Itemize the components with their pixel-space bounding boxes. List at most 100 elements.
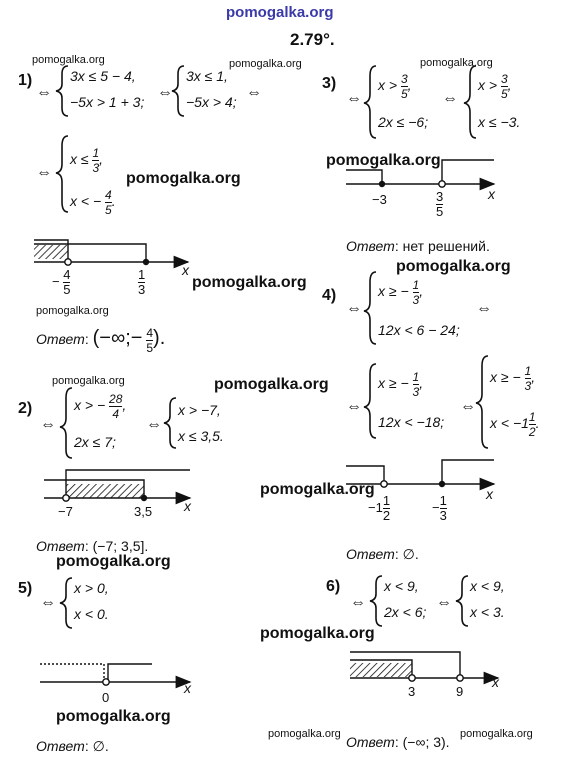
brace	[363, 363, 377, 439]
p6-region-x-lt-3	[350, 659, 413, 678]
watermark: pomogalka.org	[260, 625, 375, 642]
p2-system1-line2: 2x ≤ 7;	[74, 434, 116, 450]
brace	[369, 575, 383, 627]
p5-point-0	[102, 678, 110, 686]
watermark: pomogalka.org	[396, 258, 511, 275]
p4-answer: Ответ: ∅.	[346, 546, 419, 562]
p6-system1-line2: 2x < 6;	[384, 604, 427, 620]
p3-axis-label: x	[488, 186, 495, 202]
p6-point-3	[408, 674, 416, 682]
p2-tick-3-5: 3,5	[134, 504, 153, 519]
equivalence-arrow: ⇔	[346, 398, 362, 415]
brace	[59, 387, 73, 459]
brace	[475, 355, 489, 449]
p4-system2-line1: x ≥ − 1 3 ,	[378, 370, 424, 399]
p6-hatch-region	[350, 663, 412, 677]
p5-tick-0: 0	[102, 690, 110, 705]
p4-region-x-ge-minus-1-3	[441, 459, 494, 484]
exercise-title: 2.79°.	[290, 30, 335, 49]
p1-system1-line2: −5x > 1 + 3;	[70, 94, 145, 110]
equivalence-arrow: ⇔	[476, 300, 492, 317]
p1-system3-line2: x < − 4 5 .	[70, 188, 116, 217]
watermark-small: pomogalka.org	[229, 58, 302, 70]
p2-point-3-5	[140, 494, 148, 502]
p3-system2-line2: x ≤ −3.	[478, 114, 521, 130]
p5-region-x-lt-0	[40, 663, 105, 682]
watermark: pomogalka.org	[56, 708, 171, 725]
p1-axis-label: x	[182, 262, 189, 278]
brace	[363, 271, 377, 345]
equivalence-arrow: ⇔	[36, 84, 52, 101]
p6-system2-line1: x < 9,	[470, 578, 505, 594]
watermark: pomogalka.org	[260, 481, 375, 498]
problem-number-5: 5)	[18, 580, 33, 597]
watermark-small: pomogalka.org	[52, 375, 125, 387]
p3-point-minus-3	[378, 180, 386, 188]
watermark: pomogalka.org	[56, 553, 171, 570]
equivalence-arrow: ⇔	[157, 84, 173, 101]
p2-point-minus-7	[62, 494, 70, 502]
p5-answer: Ответ: ∅.	[36, 738, 109, 754]
brace	[59, 577, 73, 629]
p4-tick-minus-1-1-2: −1 1 2	[368, 493, 391, 523]
equivalence-arrow: ⇔	[460, 398, 476, 415]
p4-system3-line2: x < −1 1 2 .	[490, 410, 540, 439]
p4-region-x-lt-minus-1-1-2	[346, 465, 385, 484]
p4-tick-minus-1-3: − 1 3	[432, 493, 447, 523]
brace	[363, 65, 377, 139]
p3-system2-line1: x > 3 5 ,	[478, 72, 512, 101]
p6-tick-9: 9	[456, 684, 464, 699]
p4-system2-line2: 12x < −18;	[378, 414, 445, 430]
p2-region-x-gt-minus-7	[65, 469, 190, 498]
p1-tick-1-3: 1 3	[138, 267, 146, 297]
p3-system1-line2: 2x ≤ −6;	[378, 114, 429, 130]
p6-system1-line1: x < 9,	[384, 578, 419, 594]
watermark-top[interactable]: pomogalka.org	[226, 4, 334, 21]
p3-region-x-le-minus-3	[346, 169, 383, 184]
p3-number-line	[346, 159, 496, 191]
p1-system3-line1: x ≤ 1 3 ,	[70, 146, 104, 175]
p3-tick-3-5: 3 5	[436, 189, 444, 219]
brace	[163, 397, 177, 449]
equivalence-arrow: ⇔	[40, 416, 56, 433]
p6-number-line	[350, 651, 500, 685]
p1-system2-line1: 3x ≤ 1,	[186, 68, 228, 84]
equivalence-arrow: ⇔	[442, 90, 458, 107]
p5-region-x-gt-0	[107, 663, 152, 682]
p1-point-1-3	[142, 258, 150, 266]
brace	[455, 575, 469, 627]
watermark: pomogalka.org	[214, 376, 329, 393]
brace	[55, 135, 69, 213]
equivalence-arrow: ⇔	[346, 90, 362, 107]
p6-point-9	[456, 674, 464, 682]
problem-number-1: 1)	[18, 72, 33, 89]
p1-region-x-le-1-3	[34, 239, 69, 262]
problem-number-2: 2)	[18, 400, 33, 417]
p4-system3-line1: x ≥ − 1 3 ,	[490, 364, 536, 393]
watermark-small: pomogalka.org	[32, 54, 105, 66]
p6-system2-line2: x < 3.	[470, 604, 505, 620]
p3-tick-minus-3: −3	[372, 192, 387, 207]
p2-number-line	[44, 469, 192, 505]
p2-system1-line1: x > − 28 4 ,	[74, 392, 127, 421]
p4-point-minus-1-1-2	[380, 480, 388, 488]
p4-point-minus-1-3	[438, 480, 446, 488]
equivalence-arrow: ⇔	[436, 594, 452, 611]
brace	[171, 65, 185, 117]
p1-tick-minus-4-5: − 4 5	[52, 267, 71, 297]
p4-number-line	[346, 459, 496, 491]
p4-system1-line2: 12x < 6 − 24;	[378, 322, 460, 338]
p1-number-line	[34, 239, 190, 269]
p2-answer: Ответ: (−7; 3,5].	[36, 538, 149, 554]
problem-number-6: 6)	[326, 578, 341, 595]
p5-number-line	[40, 663, 192, 689]
brace	[463, 65, 477, 139]
p1-point-minus-4-5	[64, 258, 72, 266]
equivalence-arrow: ⇔	[246, 84, 262, 101]
p1-answer: Ответ: (−∞;− 4 5 ).	[36, 326, 166, 355]
watermark-small: pomogalka.org	[268, 728, 341, 740]
p2-hatch-region	[66, 484, 144, 498]
brace	[55, 65, 69, 117]
p6-tick-3: 3	[408, 684, 416, 699]
